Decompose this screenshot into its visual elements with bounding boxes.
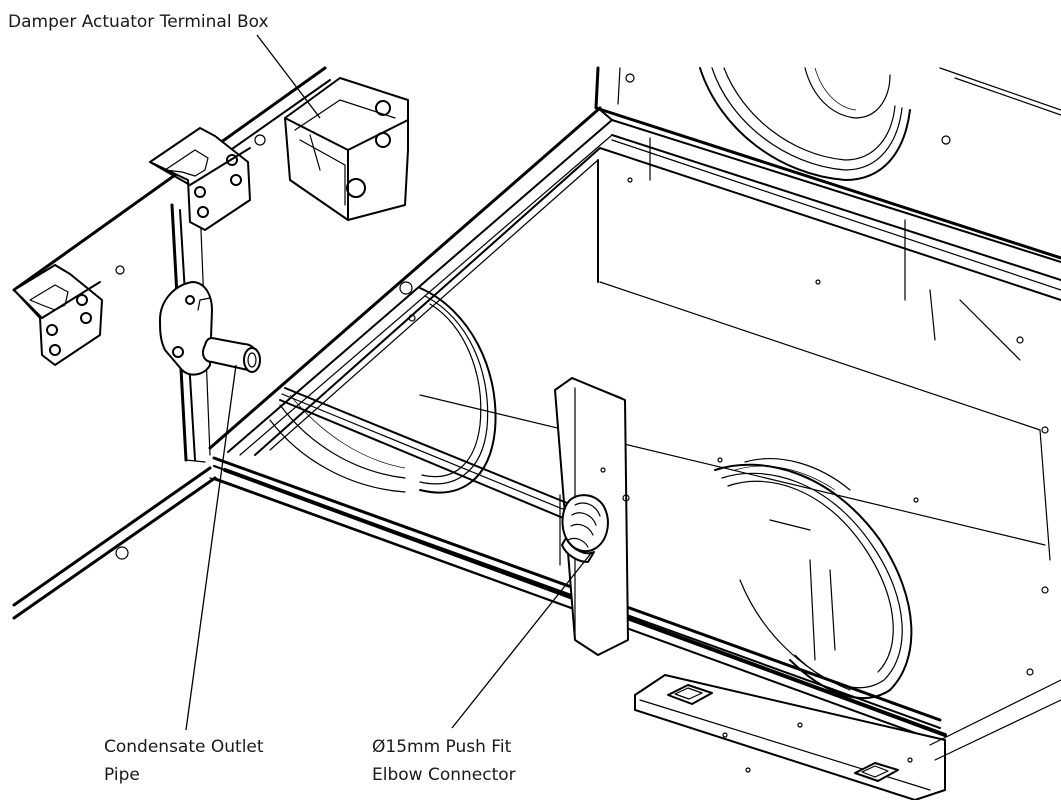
lower-left-ring [269, 287, 497, 494]
lower-right-ring [714, 458, 913, 699]
condensate-outlet-pipe [159, 281, 261, 376]
upper-casing [594, 66, 1061, 263]
label-terminal-box: Damper Actuator Terminal Box [8, 12, 269, 32]
switch-2 [854, 762, 899, 782]
lower-bracket [13, 264, 103, 366]
connector-leader [451, 551, 593, 729]
condensate-pipe-leader [185, 364, 237, 731]
left-wall-panel [12, 66, 331, 463]
label-condensate-line1: Condensate Outlet [104, 737, 264, 757]
upper-bracket [149, 127, 251, 231]
elbow-connector [561, 494, 609, 563]
switch-bracket [634, 674, 1061, 801]
switch-1 [667, 684, 713, 705]
drain-tube [279, 387, 573, 521]
terminal-box-leader [256, 34, 321, 119]
label-connector-line1: Ø15mm Push Fit [372, 737, 512, 757]
label-condensate-line2: Pipe [104, 765, 140, 785]
terminal-box [284, 77, 409, 221]
main-frame [12, 106, 1061, 743]
label-connector-line2: Elbow Connector [372, 765, 516, 785]
